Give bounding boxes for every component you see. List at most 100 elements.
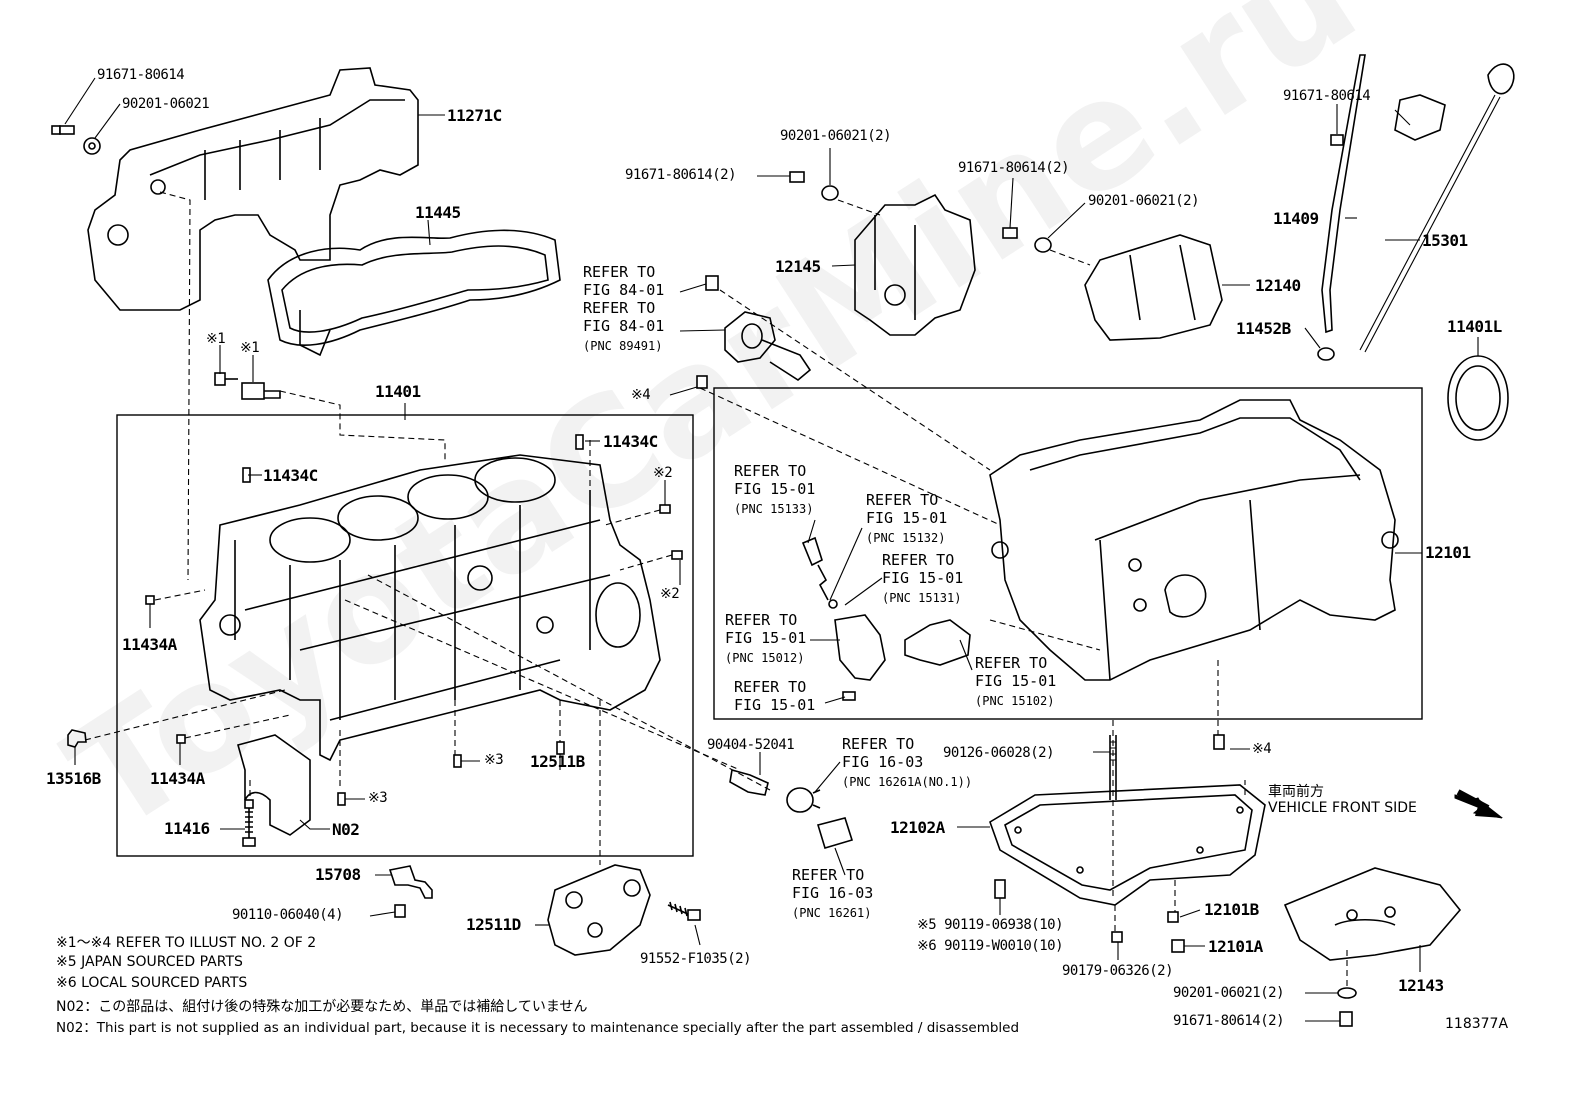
part-label-x3-a: ※3 [484, 752, 504, 768]
part-label-91671-80614: 91671-80614 [97, 67, 185, 83]
refer-pnc-16261a: REFER TO FIG 16-03 (PNC 16261A(NO.1)) [842, 735, 972, 791]
refer-pnc-16261: REFER TO FIG 16-03 (PNC 16261) [792, 866, 873, 922]
ref-line: FIG 15-01 [866, 509, 948, 527]
ref-line: (PNC 15133) [734, 502, 814, 516]
cover-11271c-drawing [87, 67, 419, 311]
part-label-90110-06040: 90110-06040(4) [232, 907, 344, 923]
part-label-x2-a: ※2 [653, 465, 673, 481]
part-label-x4-a: ※4 [631, 387, 651, 403]
gasket-11445-drawing [267, 229, 561, 357]
refer-pnc-15131: REFER TO FIG 15-01 (PNC 15131) [882, 551, 963, 607]
part-label-n02: N02 [332, 820, 360, 839]
ref-line: FIG 16-03 [792, 884, 874, 902]
refer-fig-84-01: REFER TO FIG 84-01 REFER TO FIG 84-01 (P… [583, 263, 664, 355]
ref-line: (PNC 15132) [866, 531, 946, 545]
ref-line: REFER TO [725, 611, 798, 629]
part-label-91671-80614-2-bottom: 91671-80614(2) [1173, 1013, 1285, 1029]
refer-pnc-15012: REFER TO FIG 15-01 (PNC 15012) [725, 611, 806, 667]
ref-line: REFER TO [734, 462, 807, 480]
part-label-12102a: 12102A [890, 818, 945, 837]
note-5: N02：This part is not supplied as an indi… [56, 1020, 1020, 1036]
oil-seal-11401l-drawing [1447, 355, 1509, 441]
bolt-91552-drawing [667, 901, 701, 921]
vehicle-front-jp: 車両前方 [1268, 784, 1324, 800]
bolt-washer-bottom-drawing [1337, 987, 1357, 1027]
part-label-x4-b: ※4 [1252, 741, 1272, 757]
fitting-90404-drawing [729, 768, 769, 796]
part-label-91671-80614-right: 91671-80614 [1283, 88, 1371, 104]
ref-line: FIG 15-01 [734, 480, 816, 498]
fasteners-top-drawing [51, 125, 1344, 389]
part-label-12511d: 12511D [466, 915, 521, 934]
part-label-11409: 11409 [1273, 209, 1319, 228]
ref-line: REFER TO [882, 551, 955, 569]
part-label-11434a-lower: 11434A [150, 769, 205, 788]
part-label-11445: 11445 [415, 203, 461, 222]
dipstick-drawing [1317, 54, 1515, 361]
part-label-x2-b: ※2 [660, 586, 680, 602]
ref-line: FIG 15-01 [882, 569, 964, 587]
part-label-91671-80614-2-left: 91671-80614(2) [625, 167, 737, 183]
part-label-90179-06326: 90179-06326(2) [1062, 963, 1174, 979]
ref-line: REFER TO [842, 735, 915, 753]
part-label-90201-06021-2-mid: 90201-06021(2) [1088, 193, 1200, 209]
ref-line: (PNC 15012) [725, 651, 805, 665]
pin-13516b-drawing [67, 729, 87, 748]
part-label-90201-06021-2-top: 90201-06021(2) [780, 128, 892, 144]
ref-line: (PNC 15131) [882, 591, 962, 605]
ref-line: REFER TO [792, 866, 865, 884]
ref-line: (PNC 16261A(NO.1)) [842, 775, 973, 789]
pipe-15708-drawing [388, 865, 433, 918]
part-label-12101a: 12101A [1208, 937, 1263, 956]
ref-line: REFER TO [583, 299, 656, 317]
dowel-pins-drawing [145, 434, 683, 806]
vehicle-front-en: VEHICLE FRONT SIDE [1268, 800, 1417, 816]
front-arrow-icon [1454, 789, 1503, 819]
bracket-12511d-drawing [547, 864, 651, 956]
part-label-11452b: 11452B [1236, 319, 1291, 338]
oil-pan-fasteners-drawing [994, 879, 1185, 953]
refer-pnc-15132: REFER TO FIG 15-01 (PNC 15132) [866, 491, 947, 547]
part-label-x5-90119-06938: ※5 90119-06938(10) [917, 917, 1064, 933]
sensor-89491-drawing [724, 311, 812, 381]
ref-line: FIG 16-03 [842, 753, 924, 771]
part-label-12140: 12140 [1255, 276, 1301, 295]
bracket-12145-drawing [854, 193, 976, 336]
refer-pnc-15133: REFER TO FIG 15-01 (PNC 15133) [734, 462, 815, 518]
ref-line: REFER TO [975, 654, 1048, 672]
part-label-11401: 11401 [375, 382, 421, 401]
part-label-12145: 12145 [775, 257, 821, 276]
part-label-12101: 12101 [1425, 543, 1471, 562]
part-label-11416: 11416 [164, 819, 210, 838]
part-label-11271c: 11271C [447, 106, 502, 125]
note-2: ※5 JAPAN SOURCED PARTS [56, 954, 243, 970]
figure-id: 118377A [1445, 1016, 1509, 1032]
part-label-91552-f1035: 91552-F1035(2) [640, 951, 752, 967]
part-label-x6-90119-w0010: ※6 90119-W0010(10) [917, 938, 1064, 954]
ref-line: FIG 15-01 [734, 696, 816, 714]
note-4: N02：この部品は、組付け後の特殊な加工が必要なため、単品では補給していません [56, 999, 588, 1015]
note-3: ※6 LOCAL SOURCED PARTS [56, 975, 248, 991]
part-label-x1-a: ※1 [206, 331, 226, 347]
oil-pump-parts-drawing [801, 536, 971, 701]
ref-line: FIG 15-01 [725, 629, 807, 647]
leader-lines [64, 77, 1479, 1022]
ref-line: (PNC 15102) [975, 694, 1055, 708]
assembly-dashed-lines [84, 191, 1348, 990]
bolt-11416-drawing [242, 799, 256, 847]
hose-clamp-drawing [786, 787, 854, 849]
baffle-12143-drawing [1283, 867, 1462, 961]
ref-line: (PNC 89491) [583, 339, 663, 353]
refer-fig-15-01: REFER TO FIG 15-01 [734, 678, 815, 714]
bracket-12140-drawing [1084, 234, 1223, 341]
ref-line: FIG 15-01 [975, 672, 1057, 690]
part-label-90126-06028: 90126-06028(2) [943, 745, 1055, 761]
part-label-11401l: 11401L [1447, 317, 1502, 336]
part-label-11434c-right: 11434C [603, 432, 658, 451]
part-label-12511b: 12511B [530, 752, 585, 771]
cylinder-block-11401-drawing [199, 454, 661, 762]
ref-line: REFER TO [866, 491, 939, 509]
part-label-13516b: 13516B [46, 769, 101, 788]
part-label-x3-b: ※3 [368, 790, 388, 806]
